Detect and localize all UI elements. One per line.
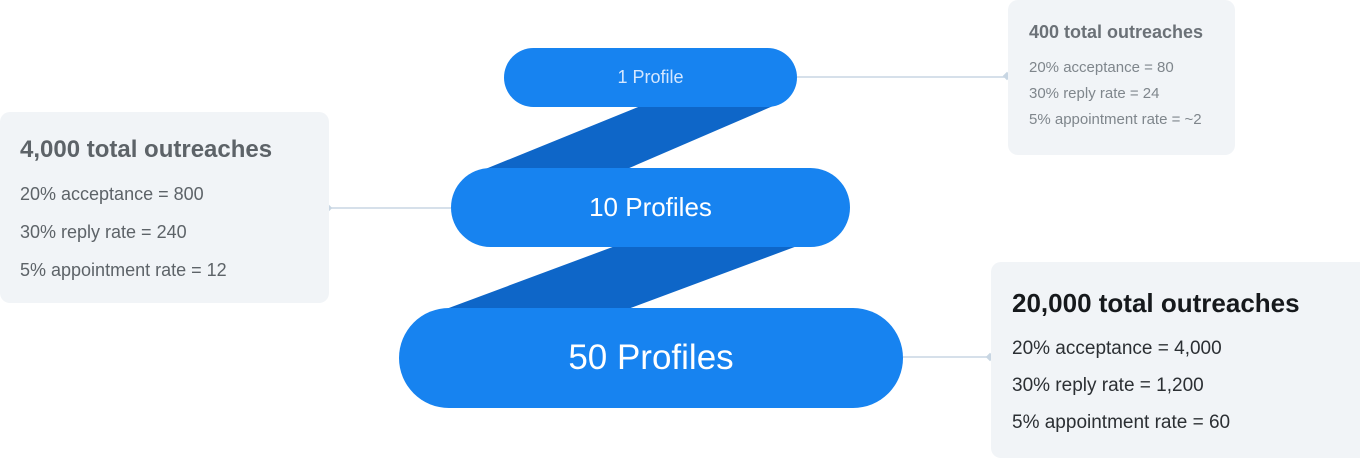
profile-pill-10: 10 Profiles [451, 168, 850, 247]
acceptance-line: 20% acceptance = 800 [20, 184, 204, 204]
appointment-rate-line: 5% appointment rate = 12 [20, 260, 227, 280]
acceptance-line: 20% acceptance = 80 [1029, 59, 1174, 76]
reply-rate-line: 30% reply rate = 24 [1029, 85, 1160, 102]
band-1-to-10 [478, 103, 780, 172]
outreach-card-10-profiles: 4,000 total outreaches 20% acceptance = … [0, 112, 329, 303]
outreach-card-50-profiles: 20,000 total outreaches 20% acceptance =… [991, 262, 1360, 458]
appointment-rate-line: 5% appointment rate = 60 [1012, 412, 1231, 433]
band-10-to-50 [438, 242, 808, 312]
appointment-rate-line: 5% appointment rate = ~2 [1029, 111, 1202, 128]
reply-rate-line: 30% reply rate = 240 [20, 222, 187, 242]
reply-rate-line: 30% reply rate = 1,200 [1012, 375, 1204, 396]
outreach-card-1-profile: 400 total outreaches 20% acceptance = 80… [1008, 0, 1235, 155]
card-title: 20,000 total outreaches [1012, 288, 1300, 318]
profile-pill-1: 1 Profile [504, 48, 797, 107]
profile-pill-50: 50 Profiles [399, 308, 903, 408]
acceptance-line: 20% acceptance = 4,000 [1012, 338, 1222, 359]
card-title: 4,000 total outreaches [20, 136, 273, 163]
card-title: 400 total outreaches [1029, 22, 1204, 42]
